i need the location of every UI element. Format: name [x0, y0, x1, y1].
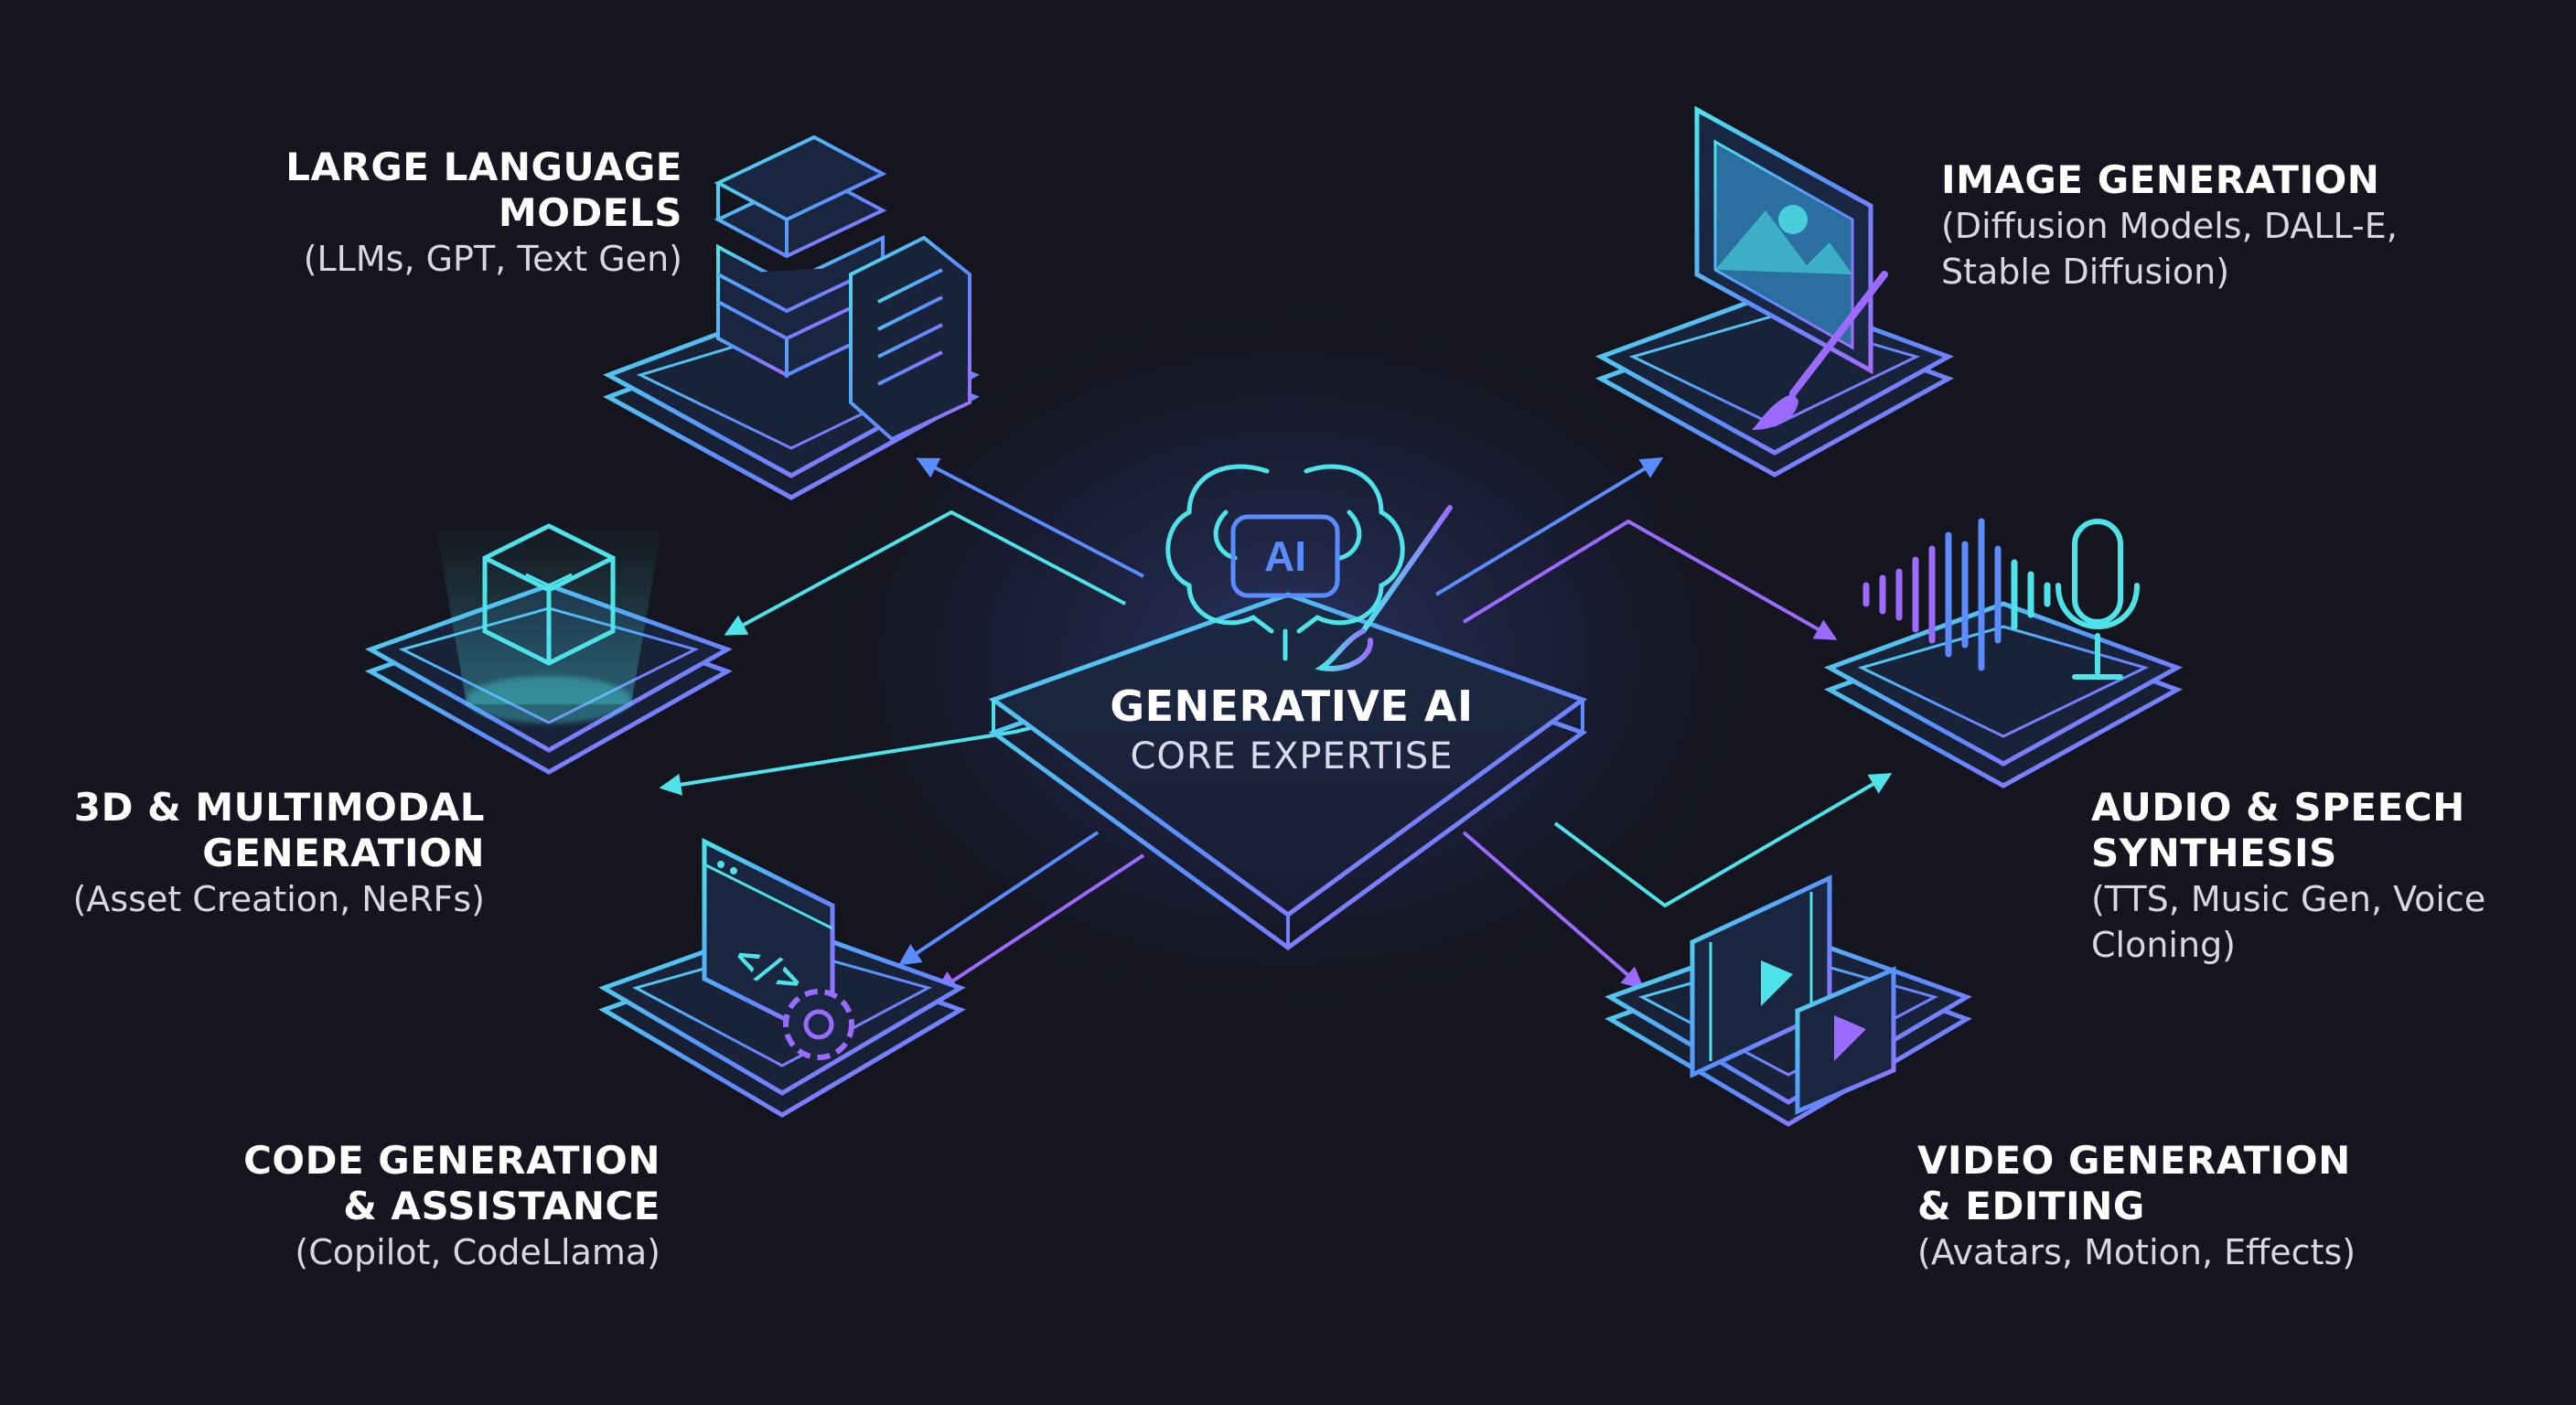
image-title: IMAGE GENERATION [1941, 157, 2380, 202]
audio-title-line2: SYNTHESIS [2091, 831, 2337, 875]
image-brush-icon [1694, 105, 1888, 430]
audio-platform [1824, 601, 2183, 788]
arrow-to-code-violet [934, 853, 1145, 993]
3d-subtitle: (Asset Creation, NeRFs) [72, 879, 485, 919]
hologram-cube-icon [435, 521, 663, 724]
3d-title-line1: 3D & MULTIMODAL [73, 785, 485, 830]
3d-label: 3D & MULTIMODAL GENERATION (Asset Creati… [73, 785, 485, 922]
video-play-icon [1690, 874, 1896, 1115]
server-document-icon [714, 134, 971, 442]
center-title: GENERATIVE AI [1110, 681, 1474, 731]
code-label: CODE GENERATION & ASSISTANCE (Copilot, C… [243, 1138, 660, 1275]
arrow-to-image [1434, 457, 1664, 596]
llm-title-line1: LARGE LANGUAGE [285, 145, 682, 189]
brain-icon [1165, 464, 1405, 661]
paintbrush-icon [1315, 505, 1453, 671]
arrow-to-3d [724, 509, 1126, 636]
center-ai-badge: AI [1264, 532, 1306, 580]
code-title-line1: CODE GENERATION [243, 1138, 660, 1183]
image-subtitle-line1: (Diffusion Models, DALL-E, [1941, 206, 2398, 246]
image-subtitle-line2: Stable Diffusion) [1941, 252, 2230, 292]
soundwave-microphone-icon [1862, 518, 2140, 680]
3d-title-line2: GENERATION [202, 831, 485, 875]
llm-subtitle: (LLMs, GPT, Text Gen) [303, 239, 682, 279]
llm-label: LARGE LANGUAGE MODELS (LLMs, GPT, Text G… [285, 145, 682, 282]
video-label: VIDEO GENERATION & EDITING (Avatars, Mot… [1917, 1138, 2356, 1275]
connectors [659, 457, 1893, 993]
image-label: IMAGE GENERATION (Diffusion Models, DALL… [1941, 157, 2398, 295]
audio-subtitle-line1: (TTS, Music Gen, Voice [2091, 879, 2486, 919]
arrow-to-llm [916, 457, 1144, 578]
audio-title-line1: AUDIO & SPEECH [2091, 785, 2465, 830]
center-subtitle: CORE EXPERTISE [1130, 735, 1454, 778]
center-platform [988, 592, 1588, 951]
arrow-to-audio [1462, 519, 1838, 640]
code-subtitle: (Copilot, CodeLlama) [295, 1232, 660, 1272]
code-window-gear-icon [702, 837, 854, 1060]
arrow-to-code [898, 831, 1100, 966]
video-title-line1: VIDEO GENERATION [1917, 1138, 2351, 1183]
center-label: GENERATIVE AI CORE EXPERTISE [944, 681, 1639, 781]
code-title-line2: & ASSISTANCE [343, 1184, 660, 1228]
video-subtitle: (Avatars, Motion, Effects) [1917, 1232, 2356, 1272]
video-title-line2: & EDITING [1917, 1184, 2145, 1228]
llm-title-line2: MODELS [498, 190, 682, 235]
arrow-to-video [1462, 831, 1645, 990]
arrow-to-audio-lower [1553, 773, 1893, 908]
audio-label: AUDIO & SPEECH SYNTHESIS (TTS, Music Gen… [2091, 785, 2485, 968]
audio-subtitle-line2: Cloning) [2091, 925, 2237, 965]
